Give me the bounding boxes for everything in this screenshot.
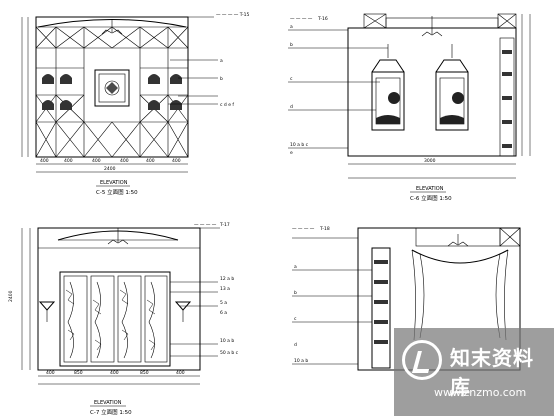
folding-screen bbox=[59, 271, 171, 367]
curtain bbox=[411, 249, 509, 341]
ornament-icon bbox=[104, 80, 120, 96]
svg-text:50 a b c: 50 a b c bbox=[220, 350, 239, 356]
decor-objects bbox=[42, 74, 182, 110]
svg-text:a: a bbox=[294, 265, 297, 270]
svg-text:ELEVATION: ELEVATION bbox=[100, 180, 128, 186]
ceiling-arch bbox=[37, 19, 187, 28]
svg-text:d: d bbox=[290, 104, 293, 110]
wall-outline bbox=[37, 227, 201, 371]
svg-text:C-6 立面图 1:50: C-6 立面图 1:50 bbox=[410, 194, 452, 202]
chandelier-icon bbox=[421, 16, 443, 37]
svg-text:C-5 立面图 1:50: C-5 立面图 1:50 bbox=[96, 188, 138, 196]
svg-text:400: 400 bbox=[146, 158, 155, 164]
svg-text:850: 850 bbox=[74, 370, 83, 376]
svg-text:一 一 一 一: 一 一 一 一 bbox=[290, 17, 313, 22]
svg-text:b: b bbox=[220, 76, 223, 82]
svg-text:400: 400 bbox=[120, 158, 129, 164]
hanging-scroll-right bbox=[435, 44, 469, 131]
svg-text:一 一 一 一: 一 一 一 一 bbox=[292, 227, 315, 232]
svg-text:3000: 3000 bbox=[424, 158, 436, 164]
chandelier-icon bbox=[447, 234, 469, 247]
svg-text:6 a: 6 a bbox=[220, 310, 227, 316]
chandelier-icon bbox=[101, 20, 123, 35]
svg-text:400: 400 bbox=[92, 158, 101, 164]
svg-text:850: 850 bbox=[140, 370, 149, 376]
watermark-banner: 知末资料库 www.znzmo.com bbox=[394, 328, 554, 416]
svg-text:b: b bbox=[294, 290, 297, 296]
brand-logo-icon bbox=[402, 340, 442, 380]
sconce-left-icon bbox=[38, 301, 56, 311]
elevation-panel-c7: 一 一 一 一 T-17 12 a b 13 a 5 a 6 a 10 a b … bbox=[8, 222, 239, 416]
svg-text:c: c bbox=[290, 77, 293, 82]
svg-text:400: 400 bbox=[40, 158, 49, 164]
svg-text:T-18: T-18 bbox=[319, 226, 330, 232]
svg-text:ELEVATION: ELEVATION bbox=[94, 400, 122, 406]
svg-text:10 a b: 10 a b bbox=[220, 338, 234, 344]
svg-text:10 a b: 10 a b bbox=[294, 358, 308, 364]
svg-text:10 a b c: 10 a b c bbox=[290, 142, 309, 148]
svg-text:400: 400 bbox=[110, 370, 119, 376]
svg-text:13 a: 13 a bbox=[220, 286, 230, 292]
elevation-panel-c8: 一 一 一 一 T-18 a b c d 10 a b bbox=[292, 226, 521, 371]
svg-text:400: 400 bbox=[176, 370, 185, 376]
svg-text:ELEVATION: ELEVATION bbox=[416, 186, 444, 192]
svg-text:12 a b: 12 a b bbox=[220, 276, 234, 282]
svg-text:一 一 一 一: 一 一 一 一 bbox=[194, 223, 217, 228]
svg-text:b: b bbox=[290, 42, 293, 48]
elevation-panel-c6: 一 一 一 一 T-16 a b c d 10 a b c e 3000 ELE… bbox=[288, 13, 531, 202]
watermark-brand: 知末资料库 bbox=[450, 346, 534, 399]
svg-text:400: 400 bbox=[64, 158, 73, 164]
central-panel bbox=[94, 69, 130, 107]
svg-text:2400: 2400 bbox=[104, 166, 116, 172]
svg-text:e: e bbox=[290, 151, 293, 156]
svg-text:400: 400 bbox=[172, 158, 181, 164]
svg-text:a: a bbox=[290, 25, 293, 30]
svg-text:c d e f: c d e f bbox=[220, 102, 234, 108]
svg-text:C-7 立面图 1:50: C-7 立面图 1:50 bbox=[90, 408, 132, 416]
svg-text:a: a bbox=[220, 59, 223, 64]
svg-text:T-17: T-17 bbox=[219, 222, 230, 228]
svg-text:d: d bbox=[294, 342, 297, 348]
hanging-scroll-left bbox=[371, 44, 405, 131]
svg-text:c: c bbox=[294, 317, 297, 322]
watermark-site: www.znzmo.com bbox=[434, 386, 527, 399]
wall-outline bbox=[347, 27, 517, 157]
svg-text:2400: 2400 bbox=[8, 290, 14, 302]
svg-text:一 一 一 一 T-15: 一 一 一 一 T-15 bbox=[216, 12, 250, 18]
svg-text:400: 400 bbox=[46, 370, 55, 376]
svg-text:T-16: T-16 bbox=[317, 16, 328, 22]
svg-text:5 a: 5 a bbox=[220, 300, 227, 306]
elevation-panel-c5: 一 一 一 一 T-15 a b c d e f 400 400 400 400… bbox=[21, 12, 250, 196]
chandelier-icon bbox=[107, 228, 129, 245]
